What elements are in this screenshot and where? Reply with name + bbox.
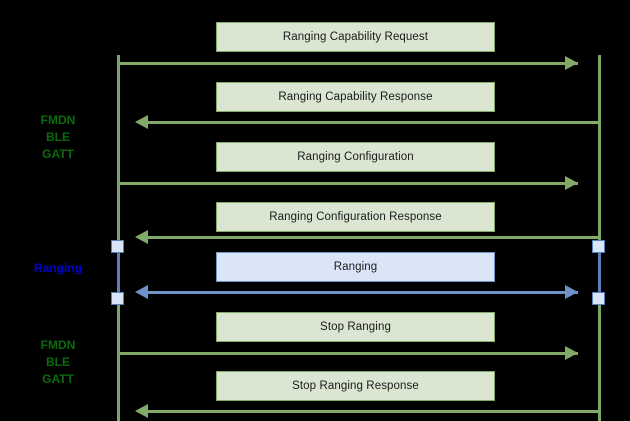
activation-box-right-end (592, 292, 605, 305)
arrow-head-left-stop-ranging-response (135, 404, 148, 418)
arrow-head-left-ranging-configuration-response (135, 230, 148, 244)
message-box-ranging[interactable]: Ranging (216, 252, 495, 282)
message-label: Ranging Capability Response (278, 91, 433, 103)
phase-label-line: FMDN (40, 113, 76, 127)
arrow-head-right-ranging-capability-request (565, 56, 578, 70)
activation-bar-left (117, 246, 120, 298)
arrow-line-ranging (148, 291, 578, 294)
arrow-head-left-ranging (135, 285, 148, 299)
phase-label-line: BLE (46, 355, 70, 369)
message-box-stop-ranging[interactable]: Stop Ranging (216, 312, 495, 342)
arrow-line-ranging-configuration (120, 182, 578, 185)
message-box-ranging-configuration-response[interactable]: Ranging Configuration Response (216, 202, 495, 232)
arrow-head-left-ranging-capability-response (135, 115, 148, 129)
phase-label-line: GATT (42, 147, 74, 161)
activation-box-left-start (111, 240, 124, 253)
phase-label-fmdn-ble-gatt-bottom: FMDN BLE GATT (10, 337, 106, 388)
message-label: Ranging (333, 261, 378, 273)
lifeline-left (117, 55, 120, 421)
phase-label-fmdn-ble-gatt-top: FMDN BLE GATT (10, 112, 106, 163)
activation-box-left-end (111, 292, 124, 305)
phase-label-line: Ranging (34, 261, 82, 275)
message-box-ranging-capability-request[interactable]: Ranging Capability Request (216, 22, 495, 52)
message-label: Stop Ranging (320, 321, 391, 333)
message-label: Ranging Configuration (297, 151, 414, 163)
activation-bar-right (598, 246, 601, 298)
message-label: Ranging Configuration Response (269, 211, 442, 223)
arrow-line-stop-ranging (120, 352, 578, 355)
message-label: Stop Ranging Response (292, 380, 419, 392)
message-box-ranging-capability-response[interactable]: Ranging Capability Response (216, 82, 495, 112)
phase-label-line: GATT (42, 372, 74, 386)
arrow-head-right-stop-ranging (565, 346, 578, 360)
arrow-head-right-ranging-configuration (565, 176, 578, 190)
arrow-head-right-ranging (565, 285, 578, 299)
message-box-stop-ranging-response[interactable]: Stop Ranging Response (216, 371, 495, 401)
arrow-line-stop-ranging-response (148, 410, 600, 413)
arrow-line-ranging-capability-request (120, 62, 578, 65)
phase-label-line: BLE (46, 130, 70, 144)
arrow-line-ranging-configuration-response (148, 236, 600, 239)
phase-label-line: FMDN (40, 338, 76, 352)
message-box-ranging-configuration[interactable]: Ranging Configuration (216, 142, 495, 172)
phase-label-ranging: Ranging (10, 260, 106, 277)
activation-box-right-start (592, 240, 605, 253)
arrow-line-ranging-capability-response (148, 121, 600, 124)
message-label: Ranging Capability Request (282, 31, 429, 43)
